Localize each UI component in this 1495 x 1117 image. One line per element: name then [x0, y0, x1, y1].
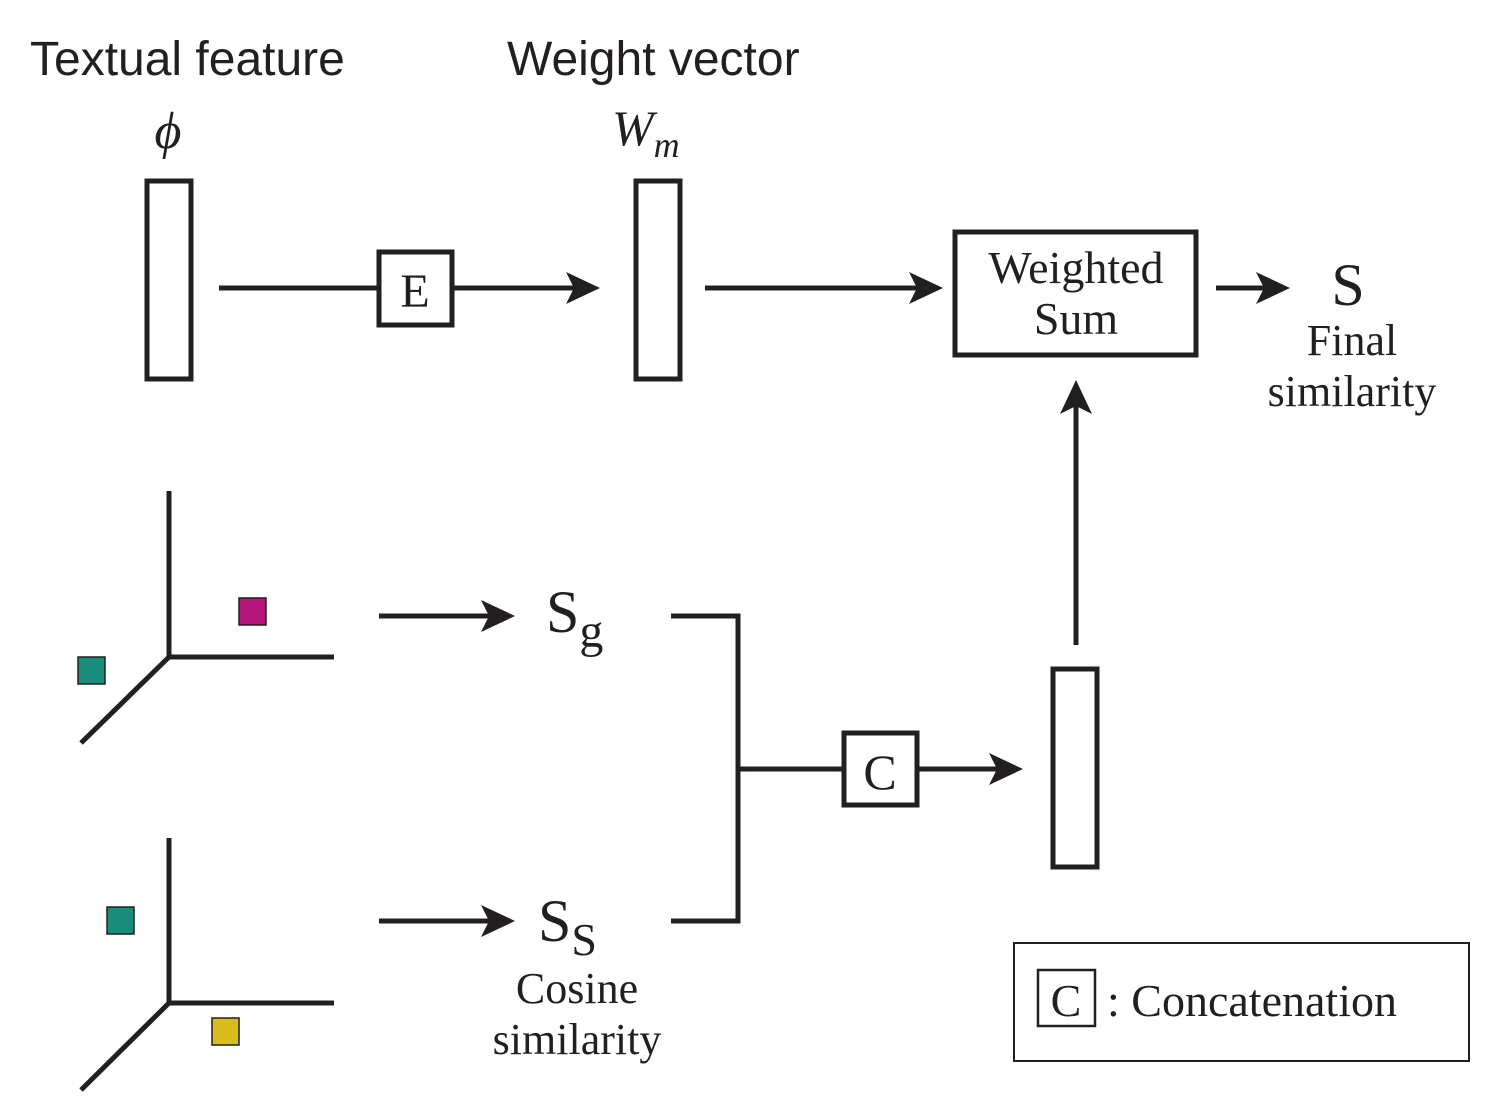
teal-point-lower [106, 906, 135, 935]
legend-concat-symbol: C [1051, 975, 1082, 1026]
weight-to-sum-arrowhead [909, 272, 943, 304]
final-similarity-symbol: S [1331, 252, 1364, 318]
yellow-point [211, 1017, 240, 1046]
weighted-sum-line1: Weighted [988, 242, 1163, 293]
sg-symbol-sub: g [579, 605, 603, 658]
concat-label: C [863, 744, 896, 800]
weighted-sum-box [952, 229, 1199, 358]
weighted-sum-line2: Sum [1034, 293, 1119, 344]
weight-vector-symbol: Wm [612, 100, 680, 165]
phi-symbol: ϕ [155, 103, 182, 160]
concat-box [841, 730, 920, 808]
concat-to-vector-arrowhead [989, 753, 1023, 785]
global-to-sg-arrowhead [481, 600, 515, 632]
sg-symbol: Sg [546, 579, 603, 658]
final-similarity-label-line2: similarity [1268, 367, 1437, 416]
legend-concat-box [1036, 968, 1097, 1028]
legend: C : Concatenation [1013, 942, 1470, 1062]
weight-vector-symbol-sub: m [654, 125, 680, 165]
final-similarity-label-line1: Final [1307, 316, 1397, 365]
encoder-label: E [400, 265, 429, 318]
local-to-ss-arrowhead [481, 905, 515, 937]
merge-bracket [671, 613, 741, 924]
weight-vector-symbol-main: W [612, 100, 658, 156]
teal-point-upper [77, 656, 106, 685]
global-embedding-axes [77, 491, 334, 745]
ss-symbol-main: S [538, 888, 571, 954]
sum-to-final-arrowhead [1256, 272, 1290, 304]
weight-vector [633, 178, 683, 382]
ss-symbol: SS [538, 888, 597, 965]
weight-vector-label: Weight vector [507, 33, 800, 86]
local-embedding-axes [79, 838, 334, 1092]
cosine-label-line2: similarity [493, 1015, 662, 1064]
local-axis-depth [79, 1001, 171, 1092]
ss-symbol-sub: S [571, 914, 597, 965]
global-axis-depth [79, 655, 171, 745]
magenta-point [238, 597, 267, 626]
encoder-to-weight-arrowhead [566, 272, 600, 304]
concatenated-vector [1050, 666, 1100, 870]
textual-feature-vector [144, 178, 194, 382]
legend-concat-text: : Concatenation [1107, 975, 1397, 1026]
sg-symbol-main: S [546, 579, 579, 645]
concat-to-sum-arrowhead [1060, 380, 1092, 414]
cosine-label-line1: Cosine [516, 964, 638, 1013]
textual-feature-label: Textual feature [30, 33, 345, 86]
